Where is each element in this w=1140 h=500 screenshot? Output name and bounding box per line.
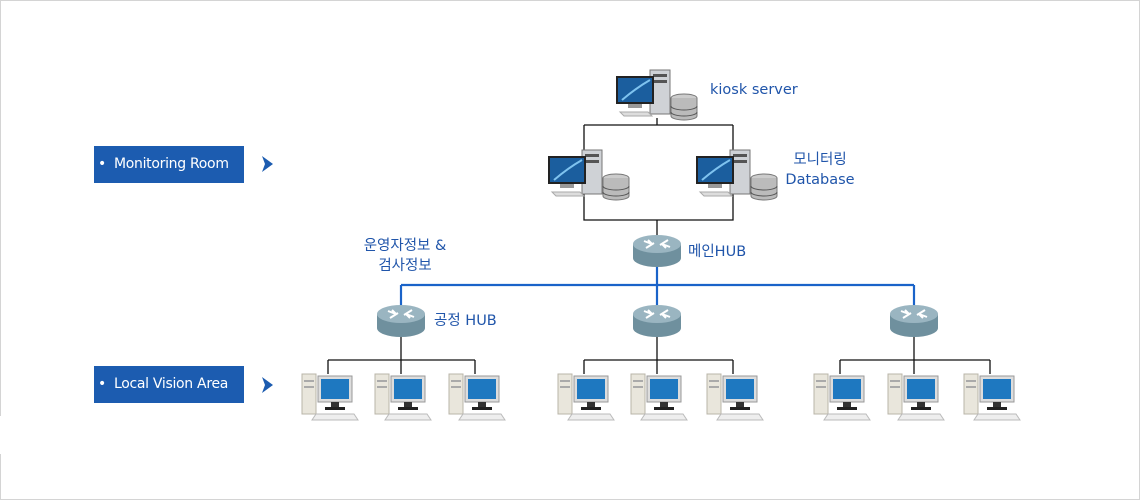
kiosk-server-icon xyxy=(614,68,700,126)
monitoring-server-icon xyxy=(546,148,632,206)
line-hub1-to-pcs xyxy=(327,336,476,374)
line-main-hub-to-process-hubs xyxy=(399,266,916,306)
client-pc-icon xyxy=(627,372,689,426)
monitoring-db-line1: 모니터링 xyxy=(793,152,847,168)
border-gap xyxy=(0,416,2,454)
client-pc-icon xyxy=(884,372,946,426)
kiosk-server-label: kiosk server xyxy=(710,82,798,98)
chevron-right-icon xyxy=(262,156,273,172)
zone-label: Monitoring Room xyxy=(113,156,229,172)
zone-label: Local Vision Area xyxy=(113,376,229,392)
line-hub3-to-pcs xyxy=(839,336,991,374)
monitoring-server-icon xyxy=(694,148,780,206)
process-hub-icon xyxy=(889,304,939,342)
client-pc-icon xyxy=(298,372,360,426)
zone-monitoring-room: •Monitoring Room xyxy=(94,146,244,183)
operator-line2: 검사정보 xyxy=(378,258,432,274)
client-pc-icon xyxy=(371,372,433,426)
chevron-right-icon xyxy=(262,377,273,393)
monitoring-db-label: 모니터링 Database xyxy=(782,150,858,190)
process-hub-label: 공정 HUB xyxy=(434,313,497,329)
client-pc-icon xyxy=(703,372,765,426)
main-hub-label: 메인HUB xyxy=(688,244,747,260)
process-hub-icon xyxy=(632,304,682,342)
zone-local-vision-area: •Local Vision Area xyxy=(94,366,244,403)
client-pc-icon xyxy=(960,372,1022,426)
client-pc-icon xyxy=(554,372,616,426)
client-pc-icon xyxy=(810,372,872,426)
client-pc-icon xyxy=(445,372,507,426)
monitoring-db-line2: Database xyxy=(785,172,855,188)
line-kiosk-to-servers xyxy=(583,118,734,152)
operator-info-label: 운영자정보 & 검사정보 xyxy=(355,236,455,276)
operator-line1: 운영자정보 & xyxy=(363,238,447,254)
line-hub2-to-pcs xyxy=(583,336,734,374)
main-hub-icon xyxy=(632,234,682,272)
process-hub-icon xyxy=(376,304,426,342)
